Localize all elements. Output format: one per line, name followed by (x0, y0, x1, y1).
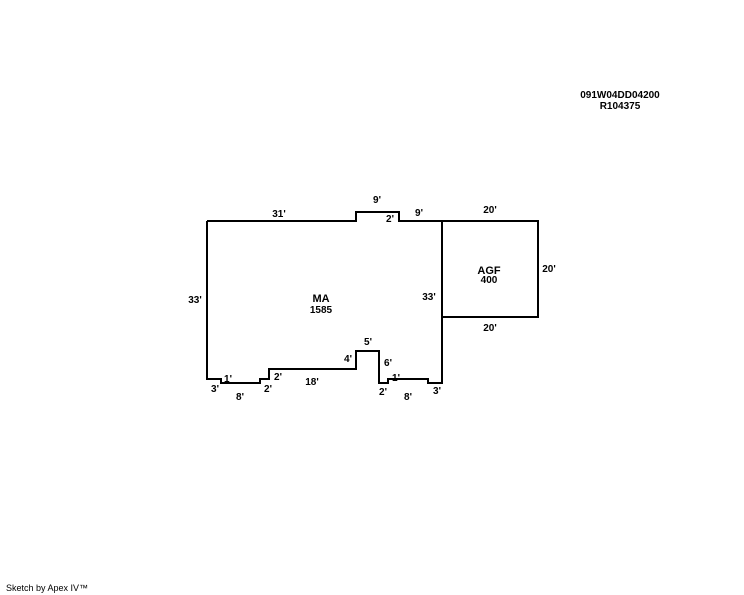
ma-area-code: MA (312, 293, 329, 305)
dim-ma-step-r2: 2' (379, 387, 387, 398)
dim-agf-right: 20' (542, 264, 556, 275)
agf-outline (442, 220, 539, 318)
agf-area-sqft: 400 (481, 275, 498, 286)
dim-ma-step-l2b: 2' (264, 384, 272, 395)
dim-ma-left: 33' (188, 295, 202, 306)
dim-ma-bump-side: 2' (386, 214, 394, 225)
dim-ma-step-l1: 1' (224, 374, 232, 385)
dim-ma-notch-top: 5' (364, 337, 372, 348)
ma-outline (206, 211, 443, 384)
dim-ma-right: 33' (422, 292, 436, 303)
dim-agf-bottom: 20' (483, 323, 497, 334)
footer-credit: Sketch by Apex IV™ (6, 583, 89, 593)
dim-ma-corner-r3: 3' (433, 386, 441, 397)
dim-ma-step-r1: 1' (392, 373, 400, 384)
dim-ma-bottom-r8: 8' (404, 392, 412, 403)
dim-ma-top-left: 31' (272, 209, 286, 220)
agf-area-code: AGF (477, 265, 501, 277)
ma-area-sqft: 1585 (310, 305, 333, 316)
dim-ma-corner-l3: 3' (211, 384, 219, 395)
dim-ma-notch-left: 4' (344, 354, 352, 365)
dim-ma-bottom-mid: 18' (305, 377, 319, 388)
parcel-reference: 091W04DD04200 R104375 (572, 90, 668, 112)
parcel-id: 091W04DD04200 (580, 90, 660, 101)
dim-ma-top-right: 9' (415, 208, 423, 219)
dim-ma-step-l2: 2' (274, 372, 282, 383)
dim-agf-top: 20' (483, 205, 497, 216)
dim-ma-notch-right: 6' (384, 358, 392, 369)
dim-ma-bump-top: 9' (373, 195, 381, 206)
dim-ma-bottom-l8: 8' (236, 392, 244, 403)
parcel-account: R104375 (599, 101, 641, 112)
